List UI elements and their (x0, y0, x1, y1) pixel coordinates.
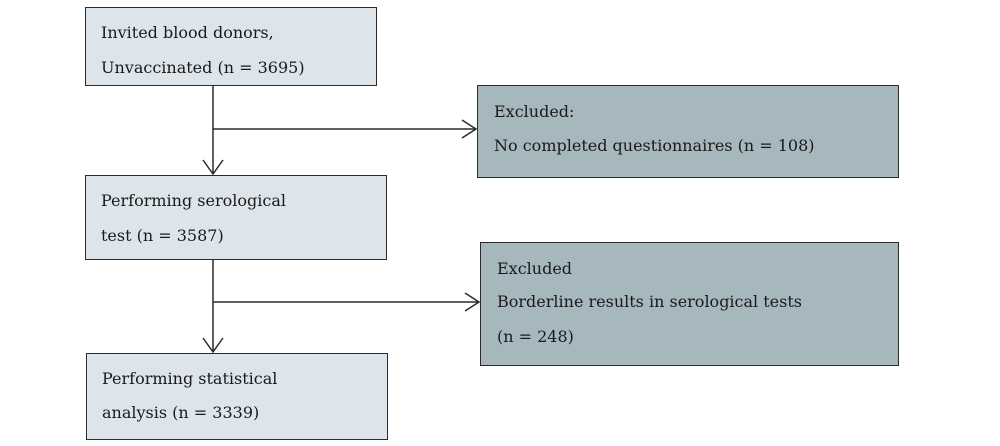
serological-test-box: Performing serological test (n = 3587) (85, 175, 387, 260)
statistical-analysis-line1: Performing statistical (102, 369, 278, 388)
excluded-borderline-reason: Borderline results in serological tests (497, 292, 802, 311)
invited-donors-box: Invited blood donors, Unvaccinated (n = … (85, 7, 377, 86)
serological-test-line1: Performing serological (101, 191, 286, 210)
invited-donors-line2: Unvaccinated (n = 3695) (101, 58, 305, 77)
excluded-borderline-count: (n = 248) (497, 327, 574, 346)
statistical-analysis-box: Performing statistical analysis (n = 333… (86, 353, 388, 440)
excluded-borderline-heading: Excluded (497, 259, 573, 278)
excluded-questionnaires-reason: No completed questionnaires (n = 108) (494, 136, 815, 155)
arrowhead-right-2 (464, 292, 481, 312)
arrowhead-right-1 (461, 119, 478, 139)
excluded-questionnaires-box: Excluded: No completed questionnaires (n… (477, 85, 899, 178)
excluded-borderline-box: Excluded Borderline results in serologic… (480, 242, 899, 366)
statistical-analysis-line2: analysis (n = 3339) (102, 403, 260, 422)
excluded-questionnaires-heading: Excluded: (494, 102, 575, 121)
invited-donors-line1: Invited blood donors, (101, 23, 274, 42)
arrowhead-down-2 (202, 337, 224, 354)
serological-test-line2: test (n = 3587) (101, 226, 224, 245)
arrowhead-down-1 (202, 159, 224, 176)
